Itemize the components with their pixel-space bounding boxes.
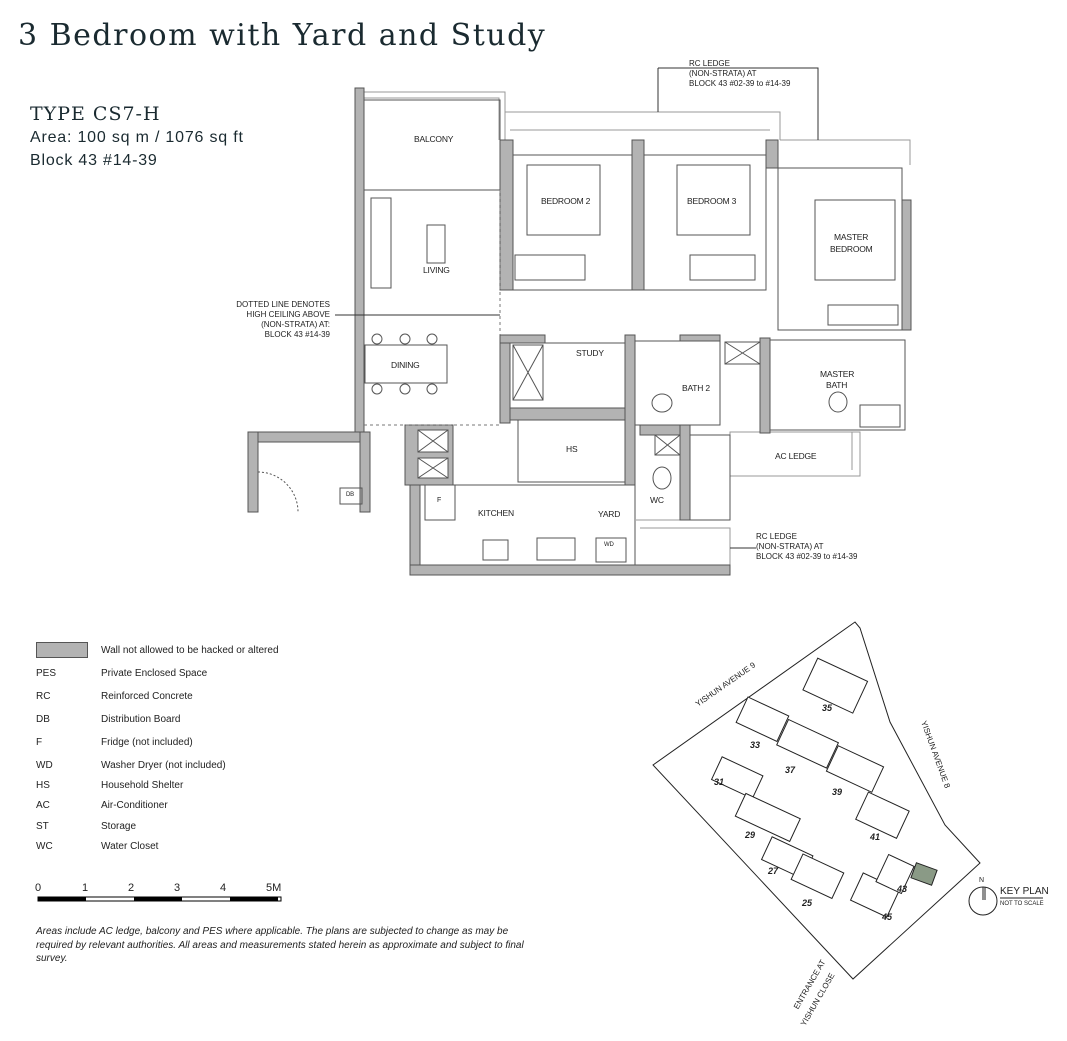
wall-not-alterable [247, 87, 912, 576]
legend-desc: Reinforced Concrete [101, 691, 193, 702]
legend-abbr: RC [36, 691, 51, 702]
block-number: 31 [714, 777, 725, 787]
legend-abbr: WC [36, 841, 53, 852]
page-title: 3 Bedroom with Yard and Study [18, 18, 547, 53]
legend-abbr: HS [36, 780, 50, 791]
north-label: N [979, 877, 985, 884]
scale-bar [37, 896, 282, 902]
legend-desc: Washer Dryer (not included) [101, 760, 226, 771]
block-number: 27 [768, 866, 779, 876]
legend-abbr: WD [36, 760, 53, 771]
room-household-shelter: HS [566, 444, 578, 454]
room-living: LIVING [423, 265, 450, 275]
distribution-board: DB [346, 492, 354, 498]
unit-block: Block 43 #14-39 [30, 152, 158, 169]
legend-abbr: DB [36, 714, 50, 725]
room-master-bedroom-line1: MASTER [834, 232, 869, 242]
legend-desc: Distribution Board [101, 714, 181, 725]
key-plan-map [652, 621, 1043, 980]
legend-desc: Air-Conditioner [101, 800, 168, 811]
room-bedroom-2: BEDROOM 2 [541, 196, 591, 206]
block-number: 39 [832, 787, 843, 797]
legend-desc: Storage [101, 821, 137, 832]
block-number: 41 [870, 832, 881, 842]
unit-type: TYPE CS7-H [30, 103, 161, 125]
legend-wall-desc: Wall not allowed to be hacked or altered [101, 645, 279, 656]
block-number: 45 [882, 912, 893, 922]
legend-desc: Household Shelter [101, 780, 184, 791]
room-kitchen: KITCHEN [478, 508, 514, 518]
block-number: 29 [745, 830, 756, 840]
legend-desc: Water Closet [101, 841, 159, 852]
scale-tick: 1 [82, 882, 89, 894]
room-study: STUDY [576, 348, 604, 358]
scale-tick: 2 [128, 882, 135, 894]
scale-tick: 5M [266, 882, 282, 894]
room-wc: WC [650, 495, 664, 505]
legend-abbr: F [36, 737, 43, 748]
legend-desc: Private Enclosed Space [101, 668, 208, 679]
scale-tick: 3 [174, 882, 181, 894]
room-balcony: BALCONY [414, 134, 454, 144]
block-number: 25 [802, 898, 813, 908]
washer-dryer: WD [604, 542, 614, 548]
legend-abbr: AC [36, 800, 50, 811]
scale-tick: 4 [220, 882, 227, 894]
legend-abbr: PES [36, 668, 57, 679]
legend-abbr: ST [36, 821, 49, 832]
scale-tick: 0 [35, 882, 42, 894]
block-number: 43 [897, 884, 908, 894]
block-number: 33 [750, 740, 761, 750]
key-plan-title: KEY PLAN [1000, 886, 1049, 897]
room-master-bath-line1: MASTER [820, 369, 855, 379]
legend-desc: Fridge (not included) [101, 737, 193, 748]
room-bath-2: BATH 2 [682, 383, 710, 393]
room-dining: DINING [391, 360, 420, 370]
room-yard: YARD [598, 509, 621, 519]
fridge: F [437, 497, 442, 504]
room-master-bath-line2: BATH [826, 380, 848, 390]
unit-area: Area: 100 sq m / 1076 sq ft [30, 129, 244, 146]
room-master-bedroom-line2: BEDROOM [830, 244, 873, 254]
legend-wall-swatch [36, 642, 88, 658]
room-ac-ledge: AC LEDGE [775, 451, 817, 461]
room-bedroom-3: BEDROOM 3 [687, 196, 737, 206]
block-number: 37 [785, 765, 796, 775]
disclaimer: Areas include AC ledge, balcony and PES … [36, 926, 524, 964]
key-plan-subtitle: NOT TO SCALE [1000, 901, 1044, 907]
block-number: 35 [822, 703, 833, 713]
